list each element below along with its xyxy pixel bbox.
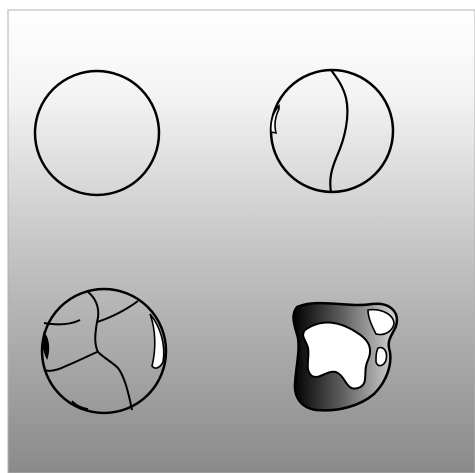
background-panel — [8, 10, 475, 473]
highlight-chip — [376, 348, 387, 366]
